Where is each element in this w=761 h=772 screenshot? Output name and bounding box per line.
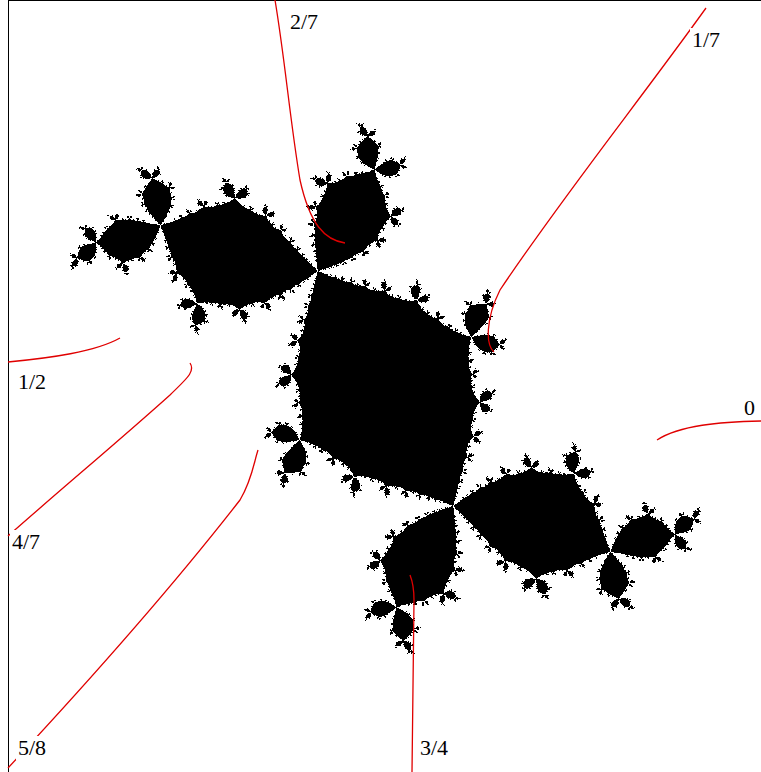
external-ray [8,363,192,536]
external-ray [657,421,761,440]
external-ray [410,575,414,772]
external-ray [8,338,120,362]
ray-angle-label: 0 [742,396,757,420]
external-rays [8,0,761,772]
frame [9,1,761,772]
ray-angle-label: 1/7 [690,28,722,52]
ray-angle-label: 1/2 [16,370,48,394]
ray-angle-label: 3/4 [418,736,450,760]
external-ray [8,450,258,768]
external-ray [488,8,706,352]
ray-angle-label: 4/7 [10,530,42,554]
ray-angle-label: 5/8 [16,736,48,760]
ray-angle-label: 2/7 [288,10,320,34]
external-ray [275,0,345,243]
